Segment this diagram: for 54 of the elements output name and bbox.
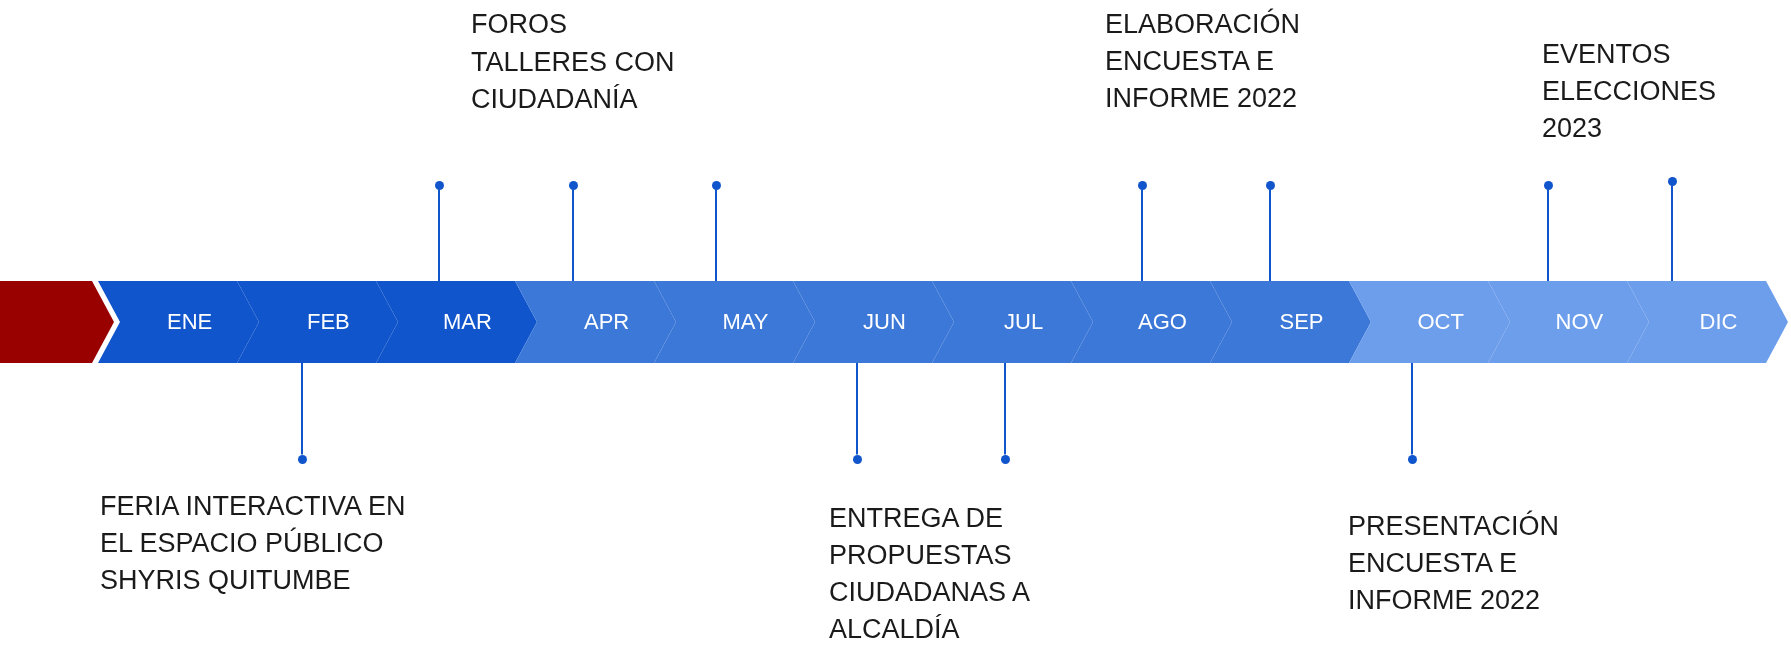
pin-dot	[1000, 454, 1010, 464]
chevron-shape	[237, 281, 398, 363]
pin-line	[438, 188, 440, 282]
month-label: OCT	[1417, 309, 1464, 335]
event-text: ENTREGA DE PROPUESTAS CIUDADANAS A ALCALDÍA	[829, 502, 1031, 646]
chevron-shape	[1627, 281, 1788, 363]
event-text: FOROS	[471, 8, 568, 41]
pin-line	[715, 188, 717, 282]
pin-line	[1269, 188, 1271, 282]
month-label: DIC	[1699, 309, 1738, 335]
chevron-shape	[1071, 281, 1232, 363]
chevron-shape	[376, 281, 537, 363]
pin-dot	[711, 180, 721, 190]
chevron-shape	[1349, 281, 1510, 363]
chevron-shape	[98, 281, 259, 363]
chevron-shape	[0, 281, 114, 363]
month-label: ENE	[167, 309, 213, 335]
pin-dot	[297, 454, 307, 464]
event-text: PRESENTACIÓN ENCUESTA E INFORME 2022	[1348, 509, 1561, 617]
pin-dot	[1543, 180, 1553, 190]
pin-line	[1671, 184, 1673, 282]
month-label: MAR	[443, 309, 492, 335]
chevron-shape	[1210, 281, 1371, 363]
pin-line	[572, 188, 574, 282]
month-label: JUN	[863, 309, 906, 335]
event-text: ELABORACIÓN ENCUESTA E INFORME 2022	[1105, 7, 1302, 115]
month-label: AGO	[1138, 309, 1187, 335]
pin-dot	[434, 180, 444, 190]
month-label: NOV	[1555, 309, 1604, 335]
pin-line	[1411, 362, 1413, 456]
month-label: JUL	[1004, 309, 1044, 335]
pin-line	[856, 362, 858, 456]
pin-dot	[568, 180, 578, 190]
chevron-shape	[654, 281, 815, 363]
pin-dot	[1137, 180, 1147, 190]
month-label: FEB	[307, 309, 350, 335]
chevron-shape	[1488, 281, 1649, 363]
month-label: APR	[584, 309, 630, 335]
pin-dot	[852, 454, 862, 464]
pin-line	[1004, 362, 1006, 456]
chevron-shape	[515, 281, 676, 363]
pin-line	[1547, 188, 1549, 282]
chevron-shape	[932, 281, 1093, 363]
pin-line	[301, 362, 303, 456]
event-text: FERIA INTERACTIVA EN EL ESPACIO PÚBLICO SHYRIS QUITUMBE	[100, 490, 407, 597]
event-text: TALLERES CON CIUDADANÍA	[471, 46, 676, 116]
pin-line	[1141, 188, 1143, 282]
month-label: MAY	[722, 309, 769, 335]
month-label: SEP	[1279, 309, 1324, 335]
chevron-shape	[793, 281, 954, 363]
pin-dot	[1407, 454, 1417, 464]
pin-dot	[1265, 180, 1275, 190]
pin-dot	[1667, 176, 1677, 186]
event-text: EVENTOS ELECCIONES 2023	[1542, 38, 1718, 145]
